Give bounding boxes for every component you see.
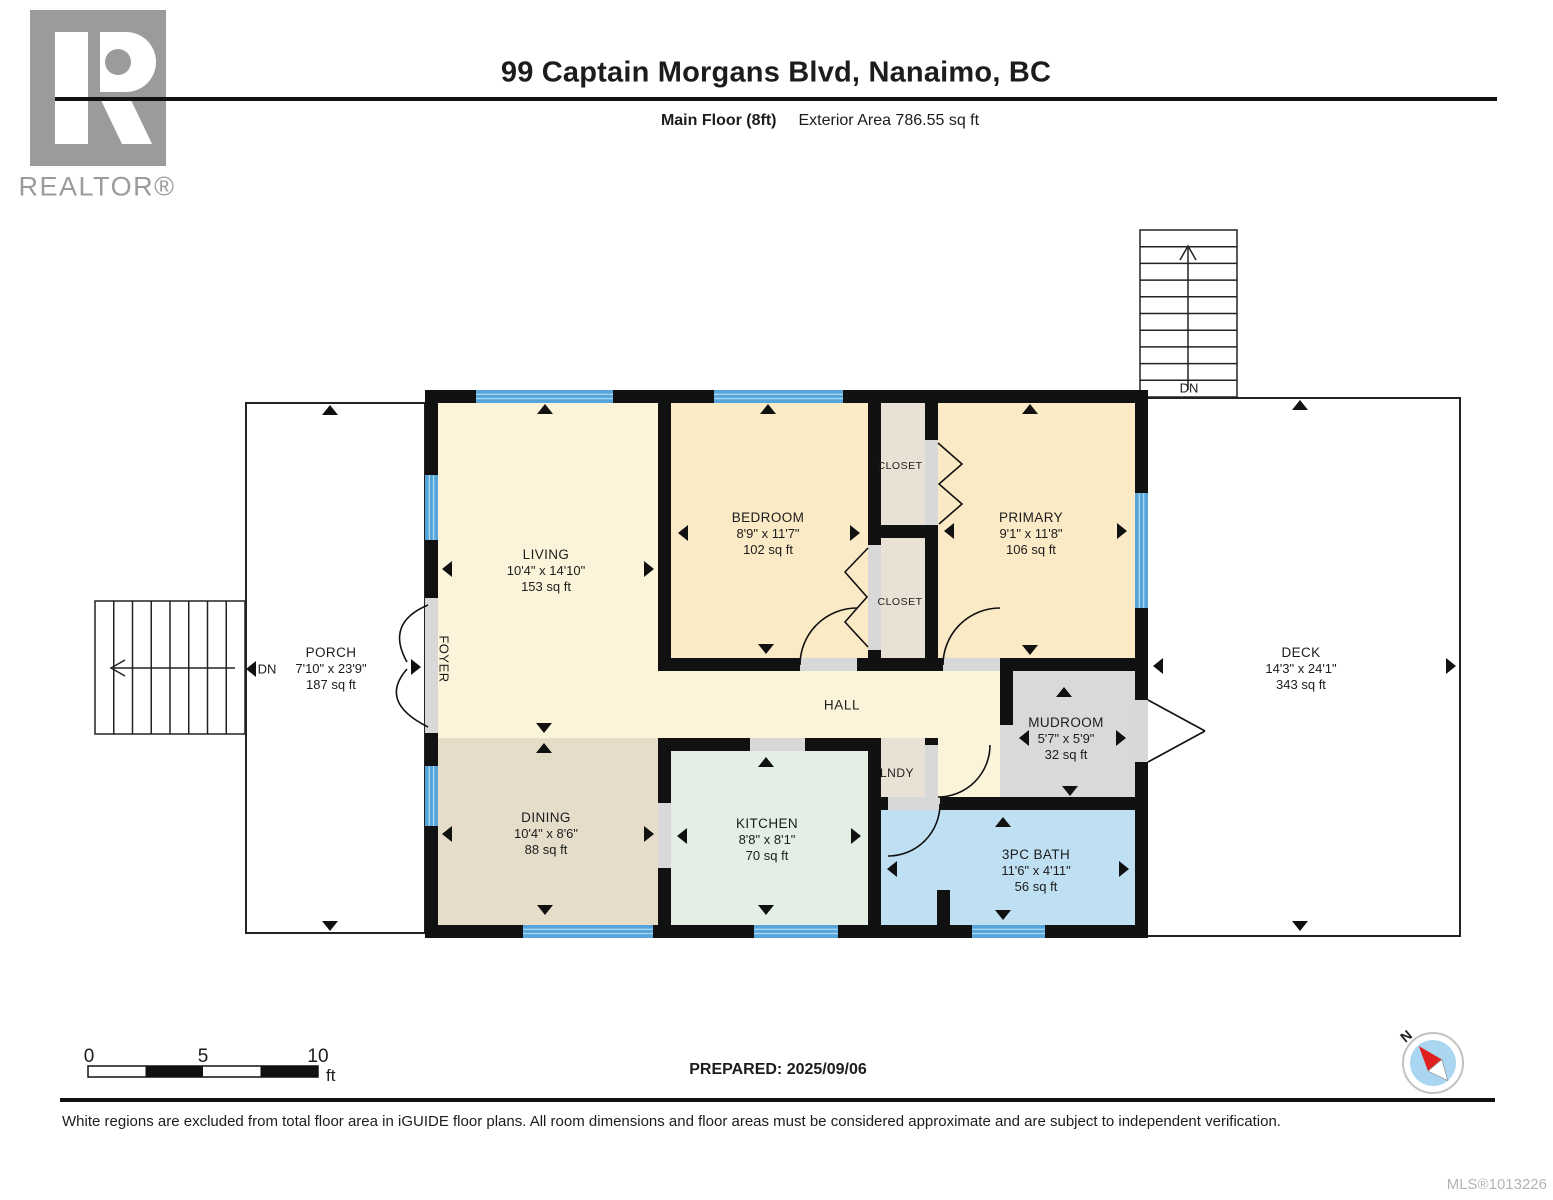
mls-number: MLS®1013226 — [1446, 1176, 1547, 1193]
room-fills — [438, 403, 1135, 925]
room-label-bath: 3PC BATH 11'6" x 4'11" 56 sq ft — [1001, 847, 1070, 895]
deck-outline — [1139, 397, 1461, 937]
room-label-mudroom: MUDROOM 5'7" x 5'9" 32 sq ft — [1028, 715, 1104, 763]
room-name: DECK — [1281, 644, 1321, 660]
room-dims: 8'8" x 8'1" — [738, 832, 796, 848]
room-dims: 11'6" x 4'11" — [1001, 863, 1071, 879]
scale-tick-0: 0 — [83, 1046, 95, 1067]
room-dims: 7'10" x 23'9" — [295, 661, 367, 677]
room-label-dining: DINING 10'4" x 8'6" 88 sq ft — [514, 810, 578, 858]
room-area: 70 sq ft — [745, 848, 789, 864]
room-dims: 5'7" x 5'9" — [1037, 731, 1095, 747]
stairs-down-left-label: DN — [257, 661, 277, 677]
windows — [425, 390, 1148, 938]
closet-top-label: CLOSET — [877, 460, 923, 472]
page-title: 99 Captain Morgans Blvd, Nanaimo, BC — [500, 56, 1052, 89]
laundry-label: LNDY — [879, 766, 915, 780]
door-gaps — [425, 440, 1148, 868]
room-name: BEDROOM — [731, 509, 805, 525]
dimension-arrows — [246, 400, 1456, 931]
scale-tick-10: 10 — [307, 1046, 329, 1067]
room-label-bedroom: BEDROOM 8'9" x 11'7" 102 sq ft — [732, 510, 805, 558]
room-area: 343 sq ft — [1276, 677, 1326, 693]
room-area: 32 sq ft — [1044, 747, 1088, 763]
footer-rule — [60, 1098, 1495, 1102]
compass-icon — [1402, 1032, 1464, 1094]
room-label-primary: PRIMARY 9'1" x 11'8" 106 sq ft — [999, 510, 1063, 558]
stairs-top — [1139, 229, 1238, 398]
room-dims: 9'1" x 11'8" — [999, 526, 1063, 542]
floor-label: Main Floor (8ft) — [660, 112, 777, 129]
room-name: DINING — [521, 809, 571, 825]
header-rule — [55, 97, 1497, 101]
closet-bottom-label: CLOSET — [877, 596, 923, 608]
scale-tick-5: 5 — [197, 1046, 209, 1067]
room-dims: 8'9" x 11'7" — [736, 526, 800, 542]
room-area: 153 sq ft — [521, 579, 571, 595]
room-name: LIVING — [522, 546, 570, 562]
prepared-date: PREPARED: 2025/09/06 — [689, 1061, 867, 1078]
room-name: 3PC BATH — [1001, 846, 1071, 862]
room-dims: 10'4" x 14'10" — [506, 563, 586, 579]
room-label-kitchen: KITCHEN 8'8" x 8'1" 70 sq ft — [736, 816, 798, 864]
room-name: PORCH — [305, 644, 357, 660]
room-name: PRIMARY — [998, 509, 1064, 525]
room-label-living: LIVING 10'4" x 14'10" 153 sq ft — [507, 547, 586, 595]
porch-outline — [245, 402, 426, 934]
room-area: 88 sq ft — [524, 842, 568, 858]
room-dims: 10'4" x 8'6" — [513, 826, 579, 842]
realtor-logo — [30, 10, 166, 166]
scale-unit-label: ft — [326, 1066, 336, 1085]
room-name: MUDROOM — [1028, 714, 1104, 730]
room-area: 106 sq ft — [1006, 542, 1056, 558]
room-label-porch: PORCH 7'10" x 23'9" 187 sq ft — [295, 645, 366, 693]
room-area: 102 sq ft — [743, 542, 793, 558]
exterior-area-label: Exterior Area 786.55 sq ft — [798, 112, 980, 129]
room-name: KITCHEN — [735, 815, 799, 831]
room-dims: 14'3" x 24'1" — [1265, 661, 1337, 677]
door-swings — [395, 442, 1206, 857]
floor-subtitle: Main Floor (8ft) Exterior Area 786.55 sq … — [661, 112, 979, 130]
disclaimer-text: White regions are excluded from total fl… — [62, 1113, 1281, 1130]
room-area: 187 sq ft — [306, 677, 356, 693]
realtor-wordmark: REALTOR® — [18, 171, 176, 202]
stairs-down-top-label: DN — [1179, 380, 1199, 396]
scale-bar — [87, 1065, 319, 1078]
stairs-left — [94, 600, 246, 735]
room-area: 56 sq ft — [1014, 879, 1058, 895]
foyer-label: FOYER — [436, 635, 452, 683]
hall-label: HALL — [823, 697, 861, 713]
room-label-deck: DECK 14'3" x 24'1" 343 sq ft — [1265, 645, 1336, 693]
